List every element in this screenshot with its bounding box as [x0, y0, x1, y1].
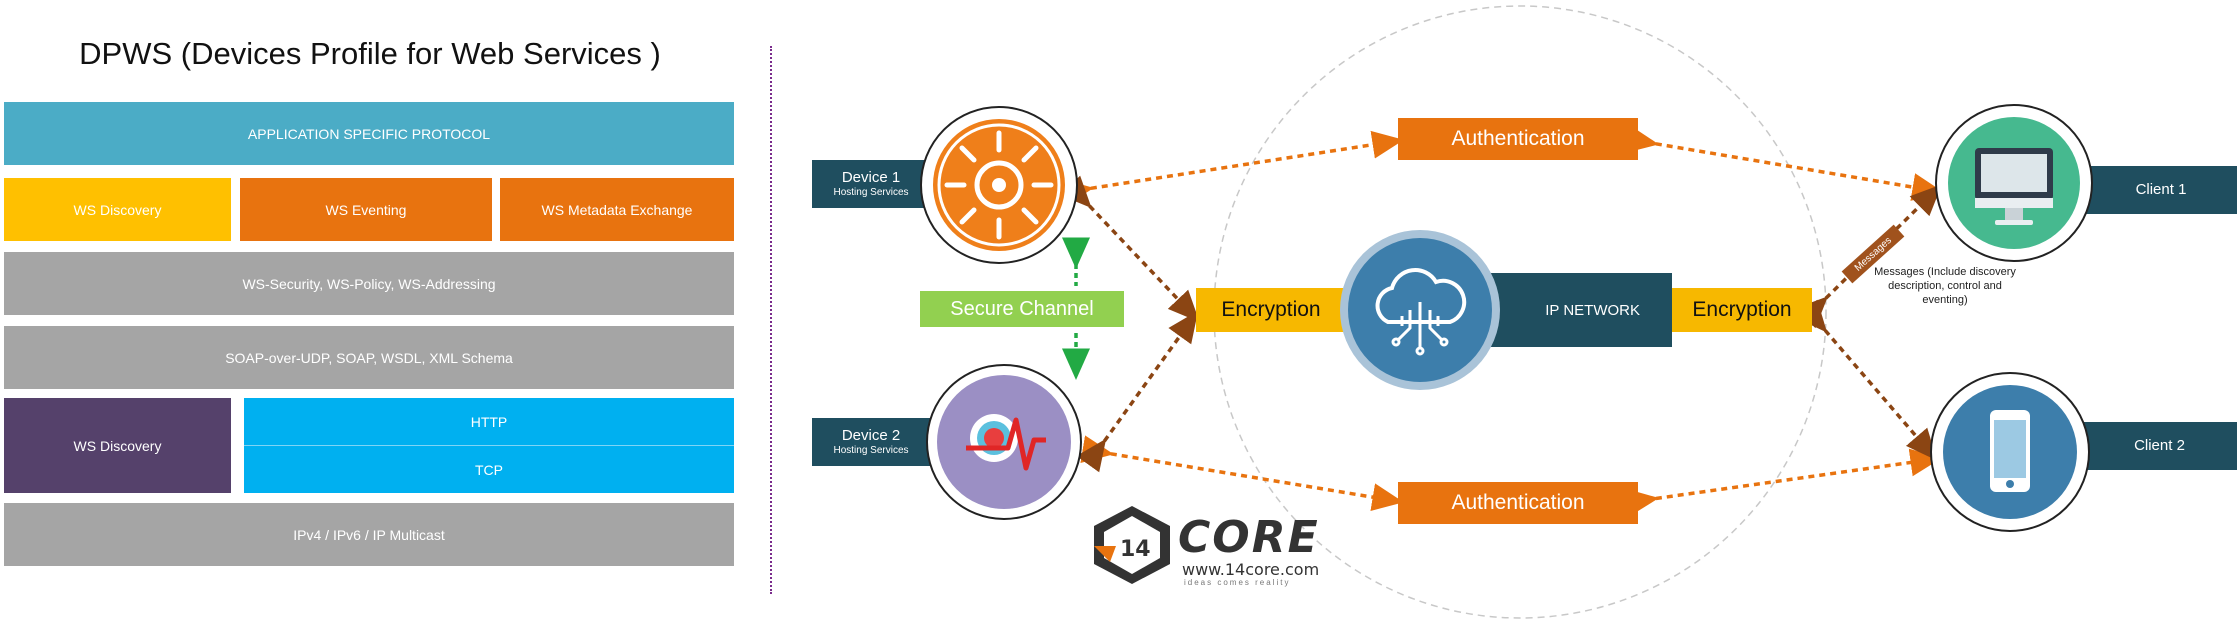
auth-link-device1	[1060, 130, 1404, 207]
device1-label: Device 1	[841, 169, 901, 187]
client2-node[interactable]	[1930, 372, 2090, 532]
device2-label: Device 2	[841, 427, 901, 445]
auth-bottom-box: Authentication	[1398, 482, 1638, 524]
messages-note: Messages (Include discovery description,…	[1874, 266, 2016, 306]
ws-eventing-layer: WS Eventing	[240, 178, 492, 241]
device1-sublabel: Hosting Services	[833, 186, 909, 198]
client1-label-box: Client 1	[2085, 166, 2237, 214]
heartbeat-icon	[937, 375, 1071, 509]
client2-label: Client 2	[2134, 436, 2185, 454]
14core-logo: 14 CORE www.14core.com ideas comes reali…	[1086, 502, 1346, 588]
device2-sublabel: Hosting Services	[833, 444, 909, 456]
http-tcp-separator	[244, 445, 734, 446]
client2-label-box: Client 2	[2082, 422, 2237, 470]
secure-channel-box: Secure Channel	[920, 291, 1124, 327]
enc-link-device1	[1059, 175, 1200, 323]
encryption-right-box: Encryption	[1672, 288, 1812, 332]
client1-node[interactable]	[1935, 104, 2093, 262]
ws-security-layer: WS-Security, WS-Policy, WS-Addressing	[4, 252, 734, 315]
auth-link-client1	[1625, 125, 1944, 201]
monitor-icon	[1948, 117, 2080, 249]
ws-discovery-layer: WS Discovery	[4, 178, 231, 241]
auth-top-box: Authentication	[1398, 118, 1638, 160]
tcp-layer: TCP	[244, 446, 734, 493]
14core-url: www.14core.com	[1182, 560, 1320, 579]
section-divider	[770, 46, 772, 594]
device2-label-box: Device 2 Hosting Services	[812, 418, 930, 466]
stack-title: DPWS (Devices Profile for Web Services )	[79, 36, 661, 71]
encryption-left-box: Encryption	[1196, 288, 1346, 332]
soap-layer: SOAP-over-UDP, SOAP, WSDL, XML Schema	[4, 326, 734, 389]
14core-mark-text: 14	[1120, 537, 1151, 562]
cloud-node[interactable]	[1340, 230, 1500, 390]
auth-link-device2	[1080, 435, 1404, 511]
client1-label: Client 1	[2135, 180, 2187, 198]
smartphone-icon	[1943, 385, 2077, 519]
app-protocol-layer: APPLICATION SPECIFIC PROTOCOL	[4, 102, 734, 165]
device1-label-box: Device 1 Hosting Services	[812, 160, 930, 208]
14core-tagline: ideas comes reality	[1184, 578, 1291, 587]
14core-mark-icon: 14	[1094, 506, 1170, 584]
sun-icon	[933, 119, 1065, 251]
ws-discovery-lower-layer: WS Discovery	[4, 398, 231, 493]
device2-node[interactable]	[926, 364, 1082, 520]
ip-layer: IPv4 / IPv6 / IP Multicast	[4, 503, 734, 566]
14core-name: CORE	[1178, 512, 1320, 563]
cloud-circuit-icon	[1348, 238, 1492, 382]
device1-node[interactable]	[920, 106, 1078, 264]
ws-metadata-layer: WS Metadata Exchange	[500, 178, 734, 241]
enc-link-device2	[1076, 310, 1199, 473]
http-layer: HTTP	[244, 398, 734, 445]
auth-link-client2	[1625, 448, 1942, 517]
enc-link-client2	[1795, 299, 1938, 461]
